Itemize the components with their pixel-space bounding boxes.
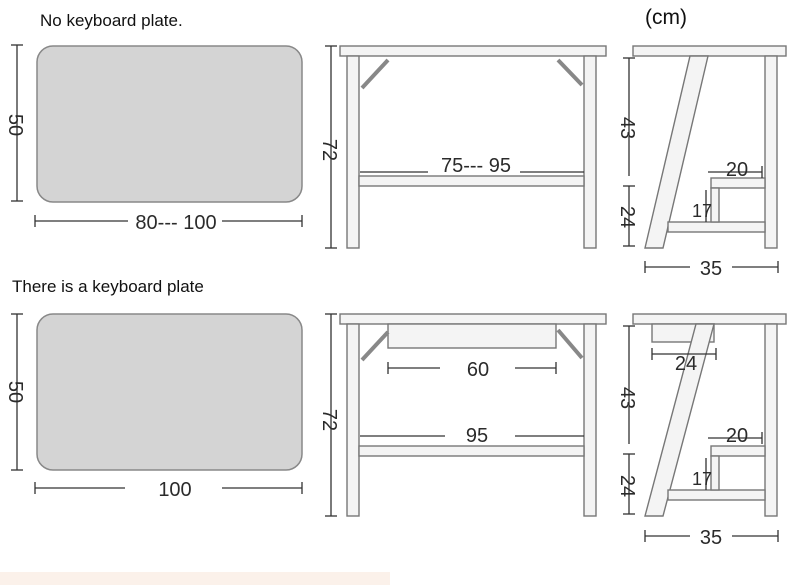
height-label: 72 — [318, 409, 340, 431]
width-label: 80--- 100 — [135, 212, 216, 234]
section-heading: No keyboard plate. — [40, 11, 183, 30]
shelf-height-label: 17 — [692, 469, 712, 489]
side-view — [632, 313, 787, 517]
keyboard-plate-front — [387, 323, 557, 349]
front-view — [339, 45, 607, 249]
section-no-keyboard: No keyboard plate. 50 80--- 100 72 75---… — [4, 11, 787, 280]
upper-height-label: 43 — [616, 117, 638, 139]
side-depth-label: 35 — [700, 258, 722, 280]
section-keyboard: There is a keyboard plate 50 100 72 60 — [4, 277, 787, 549]
keyboard-depth-label: 24 — [675, 353, 697, 375]
bottom-band — [0, 572, 390, 585]
depth-label: 50 — [4, 114, 26, 136]
shelf-height-label: 17 — [692, 201, 712, 221]
upper-height-label: 43 — [616, 387, 638, 409]
lower-height-label: 24 — [616, 206, 638, 228]
depth-label: 50 — [4, 381, 26, 403]
tabletop-top-view — [36, 313, 303, 471]
section-heading: There is a keyboard plate — [12, 277, 204, 296]
keyboard-width-label: 60 — [467, 359, 489, 381]
tabletop-top-view — [36, 45, 303, 203]
lower-height-label: 24 — [616, 475, 638, 497]
shelf-width-label: 20 — [726, 425, 748, 447]
unit-label: (cm) — [645, 6, 687, 29]
inner-width-label: 95 — [466, 425, 488, 447]
front-view — [339, 313, 607, 517]
shelf-width-label: 20 — [726, 159, 748, 181]
side-depth-label: 35 — [700, 527, 722, 549]
height-label: 72 — [318, 139, 340, 161]
side-view — [632, 45, 787, 249]
inner-width-label: 75--- 95 — [441, 155, 511, 177]
width-label: 100 — [158, 479, 191, 501]
